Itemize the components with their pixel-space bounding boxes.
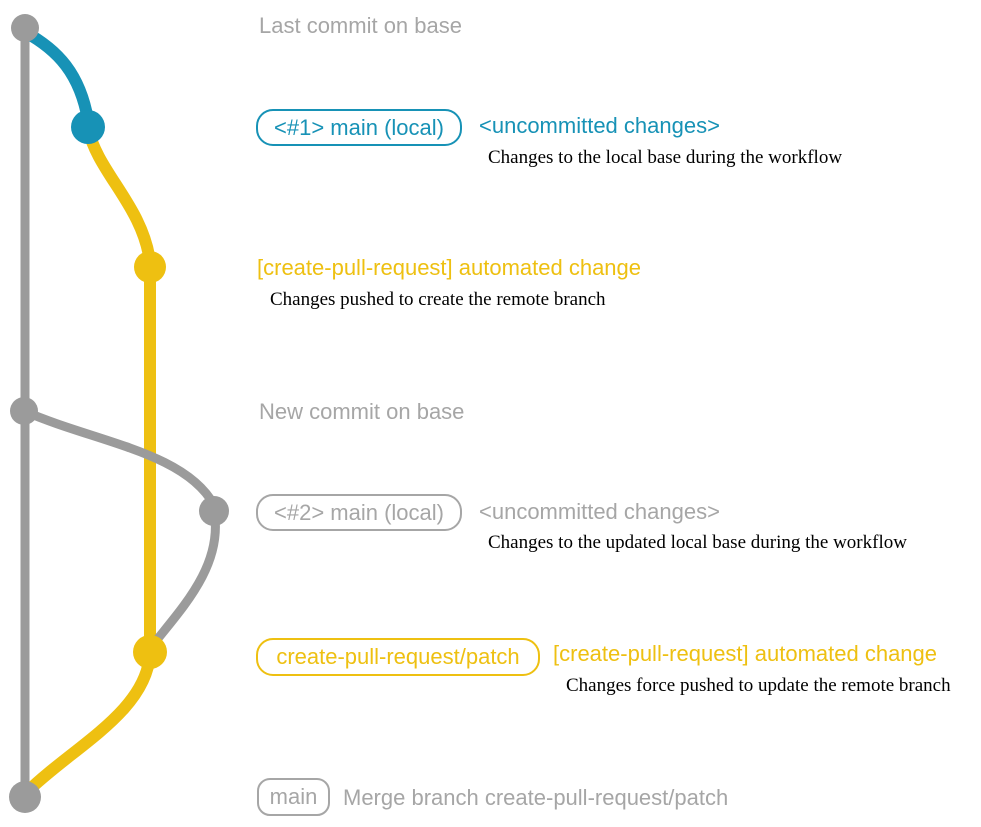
uncommitted-changes-heading-1: <uncommitted changes>	[479, 113, 720, 138]
edge-merge	[21, 648, 156, 798]
last-commit-label: Last commit on base	[259, 13, 462, 38]
commit-node-automated-change-2	[133, 635, 167, 669]
uncommitted-changes-heading-2: <uncommitted changes>	[479, 499, 720, 524]
branch-badge-main: main	[257, 778, 330, 816]
commit-node-merge	[9, 781, 41, 813]
edge-local-main-2	[19, 406, 219, 510]
branch-badge-patch: create-pull-request/patch	[256, 638, 540, 676]
commit-node-local-main-1	[71, 110, 105, 144]
automated-change-description-1: Changes pushed to create the remote bran…	[270, 289, 606, 310]
commit-node-new-base	[10, 397, 38, 425]
uncommitted-changes-description-1: Changes to the local base during the wor…	[488, 147, 843, 168]
commit-node-last-base	[11, 14, 39, 42]
branch-badge-main-local-2: <#2> main (local)	[256, 494, 462, 531]
branch-badge-main-local-1: <#1> main (local)	[256, 109, 462, 146]
edge-local-main-1	[19, 26, 94, 126]
commit-node-automated-change-1	[134, 251, 166, 283]
commit-node-local-main-2	[199, 496, 229, 526]
branch-badge-main-local-2-label: <#2> main (local)	[274, 499, 444, 525]
uncommitted-changes-description-2: Changes to the updated local base during…	[488, 532, 907, 553]
edge-rebase-to-patch	[147, 506, 220, 651]
merge-branch-label: Merge branch create-pull-request/patch	[343, 785, 729, 810]
branch-badge-patch-label: create-pull-request/patch	[276, 644, 520, 669]
commit-graph	[9, 14, 229, 813]
edge-automated-change-1	[82, 122, 156, 268]
automated-change-heading-2: [create-pull-request] automated change	[553, 641, 938, 666]
branch-badge-main-label: main	[269, 784, 318, 809]
new-commit-label: New commit on base	[259, 399, 465, 424]
automated-change-heading-1: [create-pull-request] automated change	[257, 255, 642, 280]
branch-badge-main-local-1-label: <#1> main (local)	[274, 114, 444, 140]
automated-change-description-2: Changes force pushed to update the remot…	[566, 675, 951, 696]
